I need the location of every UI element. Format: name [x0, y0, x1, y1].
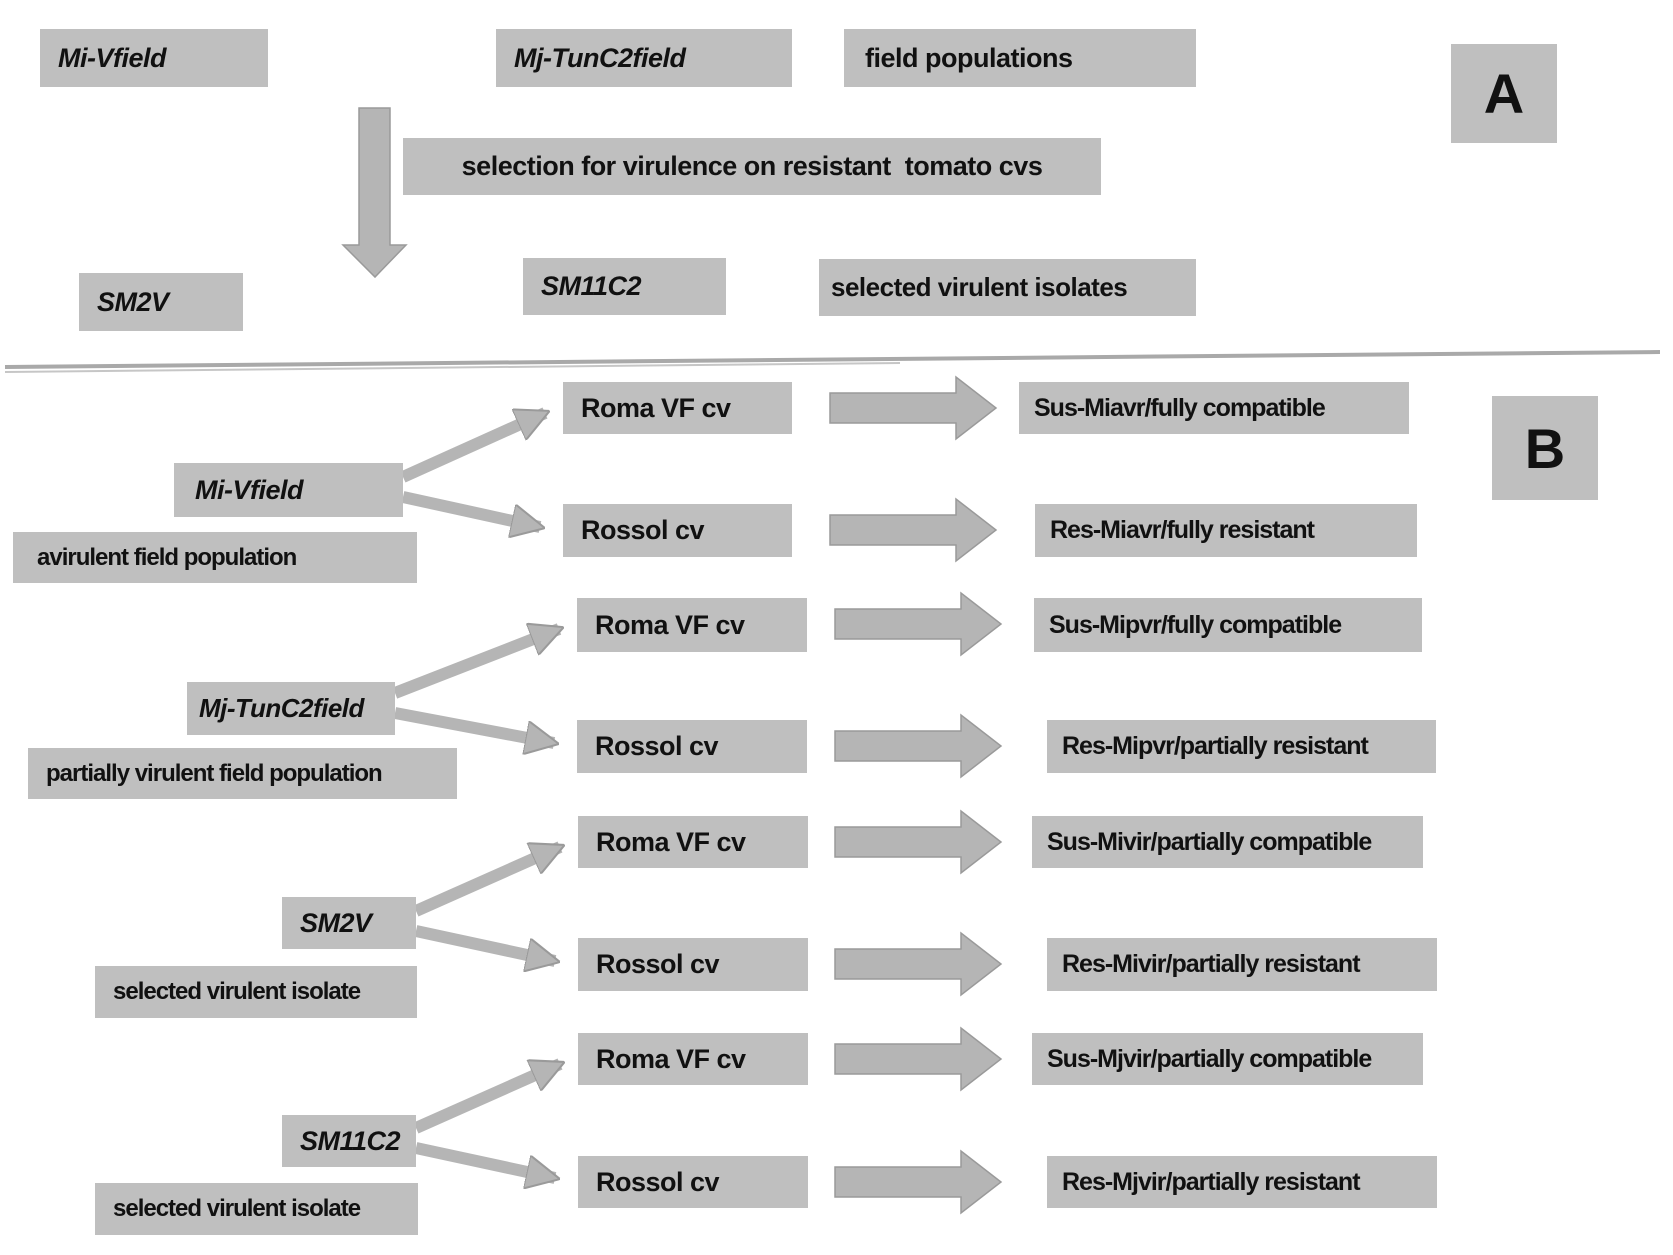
field-populations-label-box: field populations [844, 29, 1196, 87]
diagonal-arrow-icon [413, 841, 560, 917]
source-isolate-box: SM11C2 [282, 1115, 416, 1167]
field-population-box-mj-tunc2field: Mj-TunC2field [496, 29, 792, 87]
panel-a-label: A [1451, 44, 1557, 143]
source-isolate-box: SM2V [282, 897, 416, 949]
right-arrow-icon [834, 1150, 1002, 1214]
source-caption-box: avirulent field population [13, 532, 417, 583]
field-population-box-mi-vfield: Mi-Vfield [40, 29, 268, 87]
source-caption-box: selected virulent isolate [95, 1183, 418, 1235]
cultivar-box-roma: Roma VF cv [578, 816, 808, 868]
panel-divider-line-shadow [4, 362, 901, 373]
source-population-box: Mj-TunC2field [187, 682, 395, 735]
source-caption-box: partially virulent field population [28, 748, 457, 799]
right-arrow-icon [834, 714, 1002, 778]
cultivar-box-roma: Roma VF cv [577, 598, 807, 652]
diagonal-arrow-icon [413, 1058, 560, 1134]
right-arrow-icon [834, 592, 1002, 656]
isolate-box-sm2v: SM2V [79, 273, 243, 331]
panel-b-label: B [1492, 396, 1598, 500]
diagonal-arrow-icon [414, 925, 555, 961]
right-arrow-icon [829, 498, 997, 562]
down-arrow-icon [341, 107, 408, 279]
selected-virulent-isolates-label-box: selected virulent isolates [819, 259, 1196, 316]
diagonal-arrow-icon [400, 407, 545, 483]
outcome-box-resistant: Res-Mjvir/partially resistant [1047, 1156, 1437, 1208]
cultivar-box-rossol: Rossol cv [577, 720, 807, 773]
cultivar-box-roma: Roma VF cv [578, 1033, 808, 1085]
outcome-box-resistant: Res-Miavr/fully resistant [1035, 504, 1417, 557]
source-caption-box: selected virulent isolate [95, 966, 417, 1018]
right-arrow-icon [834, 810, 1002, 874]
cultivar-box-rossol: Rossol cv [578, 938, 808, 991]
source-population-box: Mi-Vfield [174, 463, 403, 517]
right-arrow-icon [834, 1027, 1002, 1091]
panel-divider-line [4, 350, 1661, 369]
cultivar-box-rossol: Rossol cv [578, 1156, 808, 1208]
right-arrow-icon [829, 376, 997, 440]
cultivar-box-rossol: Rossol cv [563, 504, 792, 557]
diagonal-arrow-icon [392, 629, 559, 699]
diagonal-arrow-icon [393, 707, 554, 743]
right-arrow-icon [834, 932, 1002, 996]
outcome-box-susceptible: Sus-Mjvir/partially compatible [1032, 1033, 1423, 1085]
isolate-box-sm11c2: SM11C2 [523, 258, 726, 315]
cultivar-box-roma: Roma VF cv [563, 382, 792, 434]
outcome-box-susceptible: Sus-Miavr/fully compatible [1019, 382, 1409, 434]
selection-note-box: selection for virulence on resistant tom… [403, 138, 1101, 195]
diagonal-arrow-icon [401, 491, 540, 527]
outcome-box-resistant: Res-Mipvr/partially resistant [1047, 720, 1436, 773]
outcome-box-susceptible: Sus-Mipvr/fully compatible [1034, 598, 1422, 652]
diagonal-arrow-icon [414, 1142, 555, 1178]
outcome-box-susceptible: Sus-Mivir/partially compatible [1032, 816, 1423, 868]
outcome-box-resistant: Res-Mivir/partially resistant [1047, 938, 1437, 991]
